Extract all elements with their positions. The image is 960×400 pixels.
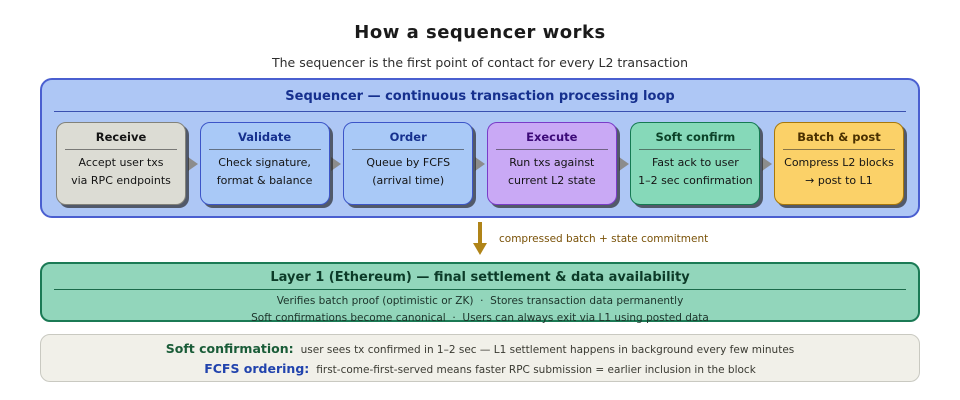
- stage-execute: Execute Run txs against current L2 state: [486, 122, 617, 205]
- legend-box: Soft confirmation: user sees tx confirme…: [40, 334, 920, 382]
- stage-divider: [352, 149, 465, 150]
- stage-batch-post: Batch & post Compress L2 blocks → post t…: [773, 122, 904, 205]
- stage-text: Run txs against: [509, 156, 595, 169]
- stage-text: via RPC endpoints: [71, 174, 171, 187]
- handoff-label: compressed batch + state commitment: [499, 233, 709, 245]
- page-subtitle: The sequencer is the first point of cont…: [272, 55, 688, 70]
- stage-row: Receive Accept user txs via RPC endpoint…: [42, 122, 918, 205]
- stage-title: Order: [389, 130, 427, 144]
- stage-title: Validate: [237, 130, 292, 144]
- stage-text: current L2 state: [507, 174, 596, 187]
- sequencer-title-divider: [54, 111, 906, 112]
- layer1-text: Verifies batch proof (optimistic or ZK) …: [276, 295, 684, 307]
- right-arrow-icon: [474, 156, 485, 171]
- legend-label: FCFS ordering:: [204, 360, 310, 376]
- stage-text: Compress L2 blocks: [784, 156, 894, 169]
- stage-receive: Receive Accept user txs via RPC endpoint…: [56, 122, 186, 205]
- sequencer-loop-title: Sequencer — continuous transaction proce…: [285, 89, 675, 104]
- stage-title: Receive: [95, 130, 147, 144]
- right-arrow-icon: [618, 156, 629, 171]
- stage-text: format & balance: [216, 174, 313, 187]
- layer1-text: Soft confirmations become canonical · Us…: [251, 312, 709, 324]
- legend-text: first-come-first-served means faster RPC…: [316, 363, 756, 376]
- layer1-title-divider: [54, 289, 906, 290]
- layer1-title: Layer 1 (Ethereum) — final settlement & …: [270, 270, 690, 285]
- stage-divider: [639, 149, 752, 150]
- stage-divider: [495, 149, 608, 150]
- stage-title: Batch & post: [797, 130, 881, 144]
- stage-title: Soft confirm: [655, 130, 736, 144]
- stage-title: Execute: [526, 130, 578, 144]
- stage-text: Fast ack to user: [651, 156, 739, 169]
- right-arrow-icon: [762, 156, 773, 171]
- sequencer-loop-container: Sequencer — continuous transaction proce…: [40, 78, 920, 218]
- stage-validate: Validate Check signature, format & balan…: [199, 122, 330, 205]
- legend-label: Soft confirmation:: [165, 340, 294, 356]
- right-arrow-icon: [331, 156, 342, 171]
- down-arrow-icon: [473, 222, 487, 255]
- layer1-container: Layer 1 (Ethereum) — final settlement & …: [40, 262, 920, 324]
- page-title: How a sequencer works: [354, 22, 606, 43]
- stage-text: → post to L1: [805, 174, 873, 187]
- stage-text: Queue by FCFS: [366, 156, 451, 169]
- stage-divider: [208, 149, 321, 150]
- stage-text: Accept user txs: [78, 156, 164, 169]
- legend-row-soft-confirmation: Soft confirmation: user sees tx confirme…: [41, 341, 919, 356]
- stage-text: (arrival time): [372, 174, 445, 187]
- stage-divider: [65, 149, 177, 150]
- stage-soft-confirm: Soft confirm Fast ack to user 1–2 sec co…: [630, 122, 761, 205]
- legend-text: user sees tx confirmed in 1–2 sec — L1 s…: [300, 343, 795, 356]
- stage-divider: [782, 149, 895, 150]
- right-arrow-icon: [187, 156, 198, 171]
- stage-text: 1–2 sec confirmation: [638, 174, 753, 187]
- stage-order: Order Queue by FCFS (arrival time): [343, 122, 474, 205]
- legend-row-fcfs-ordering: FCFS ordering: first-come-first-served m…: [41, 361, 919, 376]
- stage-text: Check signature,: [218, 156, 311, 169]
